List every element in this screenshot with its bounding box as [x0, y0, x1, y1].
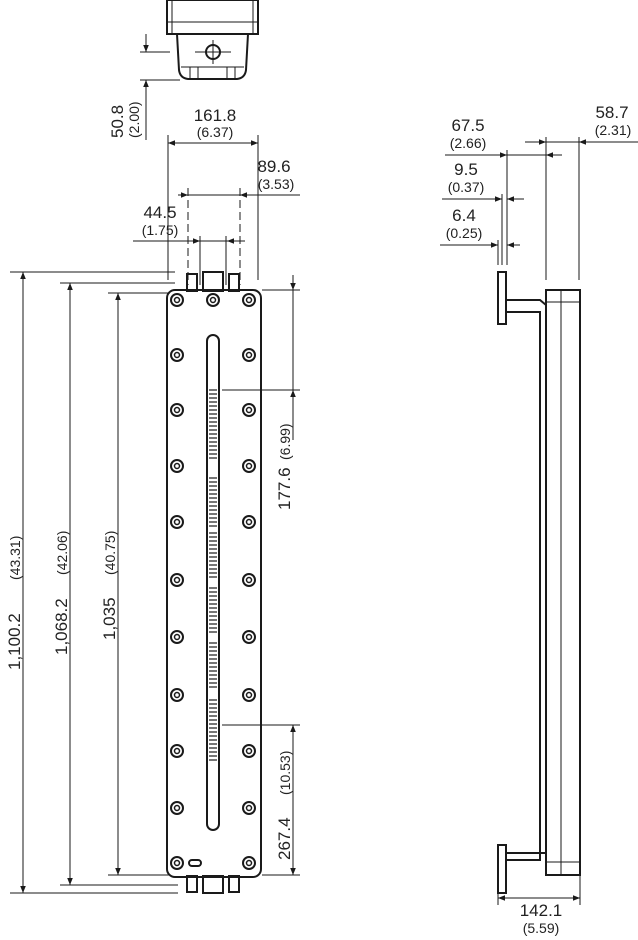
bolt-icon	[170, 801, 184, 815]
bolt-icon	[173, 406, 181, 414]
dim-bottom-depth-in: (5.59)	[523, 920, 560, 936]
dim-mounting-length-mm: 1,035	[100, 597, 119, 640]
dim-depth-front-mm: 58.7	[595, 103, 628, 122]
bolt-icon	[173, 296, 181, 304]
dim-bottom-depth-mm: 142.1	[520, 901, 563, 920]
bolt-icon	[170, 573, 184, 587]
dim-bottom-segment-mm: 267.4	[275, 817, 294, 860]
bolt-icon	[245, 406, 253, 414]
bolt-icon	[245, 462, 253, 470]
front-view	[166, 271, 262, 894]
bolt-icon	[242, 801, 256, 815]
bolt-icon	[242, 293, 256, 307]
bolt-icon	[173, 462, 181, 470]
bolt-icon	[173, 351, 181, 359]
bolt-icon	[173, 859, 181, 867]
bolt-icon	[245, 633, 253, 641]
dim-depth-front-in: (2.31)	[595, 122, 632, 138]
dim-width-mm: 161.8	[194, 106, 237, 125]
bolt-icon	[209, 296, 217, 304]
bolt-icon	[245, 747, 253, 755]
side-view-dimensions: 67.5 (2.66) 58.7 (2.31) 9.5 (0.37) 6.4 (…	[440, 103, 638, 936]
bolt-icon	[242, 744, 256, 758]
bolt-icon	[173, 633, 181, 641]
dim-connector-offset-in: (1.75)	[142, 222, 179, 238]
bolt-icon	[170, 630, 184, 644]
dim-top-height-in: (2.00)	[126, 101, 142, 138]
bolt-icon	[170, 515, 184, 529]
dim-connector-spacing-mm: 89.6	[257, 157, 290, 176]
dim-mounting-length-in: (40.75)	[102, 531, 118, 575]
bolt-icon	[245, 296, 253, 304]
dim-overall-length-mm: 1,100.2	[5, 613, 24, 670]
bolt-icon	[170, 744, 184, 758]
bolt-icon	[170, 348, 184, 362]
bolt-icon	[242, 856, 256, 870]
bolt-icon	[242, 688, 256, 702]
dim-connector-spacing-in: (3.53)	[258, 176, 295, 192]
bolt-icon	[173, 518, 181, 526]
bolt-icon	[173, 747, 181, 755]
dim-width-in: (6.37)	[197, 124, 234, 140]
bolt-icon	[242, 515, 256, 529]
side-view	[497, 271, 581, 894]
dim-flange-thickness-mm: 6.4	[452, 206, 476, 225]
bolt-icon	[245, 351, 253, 359]
bolt-icon	[170, 856, 184, 870]
mounting-bolts	[170, 293, 256, 870]
bolt-icon	[242, 573, 256, 587]
dim-housing-length-mm: 1,068.2	[52, 598, 71, 655]
bolt-icon	[245, 804, 253, 812]
dim-flange-offset-mm: 9.5	[454, 160, 478, 179]
bolt-icon	[242, 459, 256, 473]
front-view-dimensions: 161.8 (6.37) 89.6 (3.53) 44.5 (1.75) 1,1…	[5, 106, 300, 894]
dim-housing-length-in: (42.06)	[54, 531, 70, 575]
bolt-icon	[245, 859, 253, 867]
bolt-icon	[242, 630, 256, 644]
bolt-icon	[245, 518, 253, 526]
connector-pins	[209, 389, 217, 761]
dim-bottom-segment-in: (10.53)	[277, 751, 293, 795]
bolt-icon	[245, 576, 253, 584]
dim-top-segment-mm: 177.6	[275, 467, 294, 510]
bolt-icon	[170, 293, 184, 307]
dim-flange-thickness-in: (0.25)	[446, 225, 483, 241]
dim-flange-offset-in: (0.37)	[448, 179, 485, 195]
bolt-icon	[170, 403, 184, 417]
dim-top-segment-in: (6.99)	[277, 423, 293, 460]
dim-depth-total-in: (2.66)	[450, 135, 487, 151]
dim-connector-offset-mm: 44.5	[143, 203, 176, 222]
dim-top-height-mm: 50.8	[108, 105, 127, 138]
bolt-icon	[170, 688, 184, 702]
bolt-icon	[206, 293, 220, 307]
bolt-icon	[173, 804, 181, 812]
bolt-icon	[245, 691, 253, 699]
bolt-icon	[242, 403, 256, 417]
dim-overall-length-in: (43.31)	[7, 536, 23, 580]
bolt-icon	[170, 459, 184, 473]
top-view: 50.8 (2.00)	[108, 0, 259, 140]
bolt-icon	[173, 691, 181, 699]
bolt-icon	[242, 348, 256, 362]
dim-depth-total-mm: 67.5	[451, 116, 484, 135]
bolt-icon	[173, 576, 181, 584]
